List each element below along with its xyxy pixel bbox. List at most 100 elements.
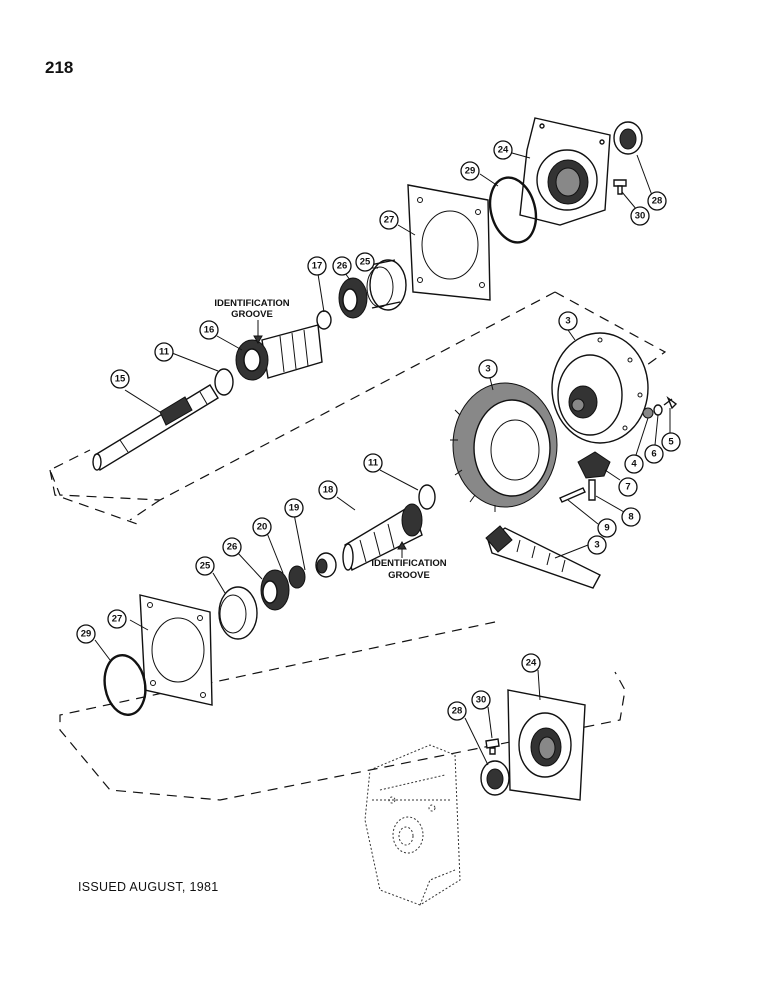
callout-3-housing: 3 [558, 311, 578, 331]
bearing-cup-25-lower [218, 586, 258, 640]
callout-16: 16 [199, 320, 219, 340]
callout-5: 5 [661, 432, 681, 452]
svg-text:3: 3 [485, 364, 490, 375]
callout-27-lower: 27 [107, 609, 127, 629]
callout-24-upper: 24 [493, 140, 513, 160]
id-groove-label-upper-2: GROOVE [231, 309, 273, 320]
svg-text:29: 29 [81, 629, 92, 640]
pin-8 [588, 479, 596, 501]
o-ring-29-upper [488, 176, 538, 244]
bearing-cone-26-lower [260, 569, 290, 611]
svg-text:3: 3 [565, 316, 570, 327]
svg-text:28: 28 [652, 196, 663, 207]
svg-text:27: 27 [112, 614, 123, 625]
gasket-27-upper [407, 184, 491, 301]
washer-11-upper [214, 368, 234, 396]
callout-6: 6 [644, 444, 664, 464]
callout-4: 4 [624, 454, 644, 474]
callout-18: 18 [318, 480, 338, 500]
ring-gear-3 [450, 382, 558, 512]
callout-3-ring-gear: 3 [478, 359, 498, 379]
svg-text:4: 4 [631, 459, 637, 470]
gear-16 [235, 324, 323, 381]
washer-6 [653, 404, 663, 416]
svg-text:5: 5 [668, 437, 674, 448]
callout-24-lower: 24 [521, 653, 541, 673]
bolt-5 [663, 395, 678, 410]
callout-8: 8 [621, 507, 641, 527]
leader-lines [94, 152, 671, 766]
callout-11-mid: 11 [363, 453, 383, 473]
callout-28-upper: 28 [647, 191, 667, 211]
callout-19: 19 [284, 498, 304, 518]
bearing-cone-26-upper [338, 277, 368, 319]
svg-text:30: 30 [476, 695, 487, 706]
svg-text:19: 19 [289, 503, 300, 514]
callout-25-lower: 25 [195, 556, 215, 576]
svg-text:11: 11 [159, 347, 170, 358]
svg-text:8: 8 [628, 512, 633, 523]
callout-26-upper: 26 [332, 256, 352, 276]
svg-text:6: 6 [651, 449, 656, 460]
svg-text:7: 7 [625, 482, 630, 493]
callout-29-upper: 29 [460, 161, 480, 181]
page-number: 218 [45, 58, 74, 77]
svg-text:16: 16 [204, 325, 215, 336]
svg-text:26: 26 [227, 542, 238, 553]
callout-30-lower: 30 [471, 690, 491, 710]
bolt-30-upper [613, 179, 627, 195]
ring-17 [316, 310, 332, 330]
svg-text:29: 29 [465, 166, 476, 177]
svg-text:30: 30 [635, 211, 646, 222]
shaft-18 [342, 503, 423, 572]
svg-text:28: 28 [452, 706, 463, 717]
callout-30-upper: 30 [630, 206, 650, 226]
callout-25-upper: 25 [355, 252, 375, 272]
bolt-30-lower [485, 738, 500, 755]
svg-text:25: 25 [360, 257, 371, 268]
washer-11-mid [418, 484, 436, 510]
issued-date: ISSUED AUGUST, 1981 [78, 880, 219, 894]
pin-9 [559, 487, 586, 503]
ring-20 [288, 565, 306, 589]
callout-26-lower: 26 [222, 537, 242, 557]
callout-11-upper: 11 [154, 342, 174, 362]
id-groove-label-lower-2: GROOVE [388, 570, 430, 581]
cover-plate-24-lower [507, 689, 586, 801]
o-ring-29-lower [103, 654, 147, 716]
svg-text:26: 26 [337, 261, 348, 272]
seal-28-lower [480, 760, 510, 796]
bearing-cup-25-upper [366, 259, 407, 311]
svg-text:18: 18 [323, 485, 334, 496]
seal-28-upper [613, 121, 643, 155]
pinion-gear-7 [577, 451, 611, 479]
cover-plate-24-upper [519, 117, 611, 226]
svg-text:9: 9 [604, 523, 609, 534]
transmission-case-outline [364, 744, 461, 906]
callout-29-lower: 29 [76, 624, 96, 644]
callout-20: 20 [252, 517, 272, 537]
callout-27-upper: 27 [379, 210, 399, 230]
svg-text:20: 20 [257, 522, 268, 533]
callout-9: 9 [597, 518, 617, 538]
upper-group-outline [49, 291, 667, 521]
id-groove-label-lower-1: IDENTIFICATION [371, 558, 446, 569]
svg-text:27: 27 [384, 215, 395, 226]
svg-text:24: 24 [526, 658, 537, 669]
svg-text:24: 24 [498, 145, 509, 156]
pinion-shaft-3 [485, 525, 601, 589]
svg-text:15: 15 [115, 374, 126, 385]
bushing-19 [315, 552, 337, 578]
callout-28-lower: 28 [447, 701, 467, 721]
callout-3-pinion-shaft: 3 [587, 535, 607, 555]
svg-text:3: 3 [594, 540, 599, 551]
differential-housing-3 [551, 332, 649, 444]
callout-15: 15 [110, 369, 130, 389]
svg-text:17: 17 [312, 261, 323, 272]
svg-text:11: 11 [368, 458, 379, 469]
lower-group-outline [59, 621, 626, 801]
plug-4 [642, 407, 654, 419]
gasket-27-lower [139, 594, 213, 706]
callout-17: 17 [307, 256, 327, 276]
